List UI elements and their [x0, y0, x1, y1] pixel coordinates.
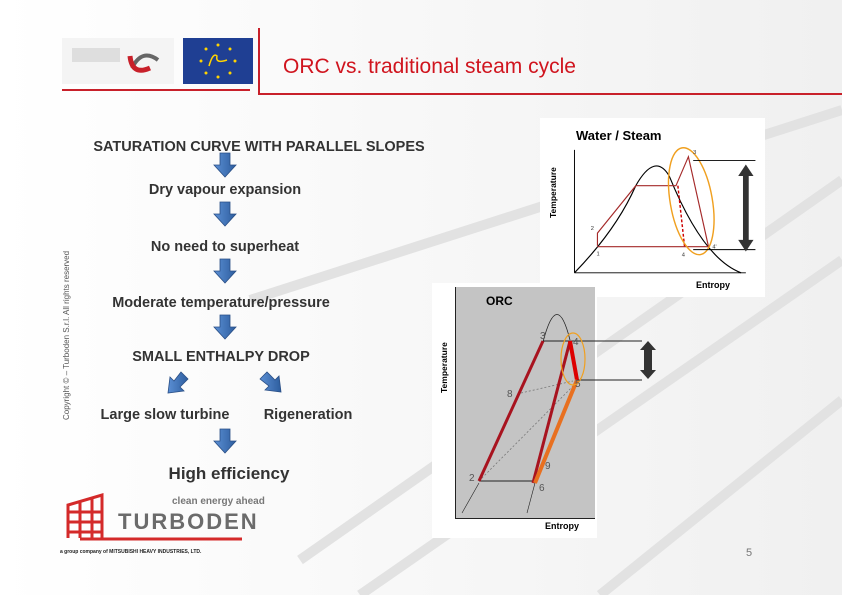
- title-frame: [258, 28, 842, 95]
- group-text: a group company of MITSUBISHI HEAVY INDU…: [60, 549, 202, 555]
- orc-chart-xlabel: Entropy: [545, 521, 580, 531]
- point-label-4: 4: [682, 252, 686, 258]
- tagline: clean energy ahead: [172, 496, 265, 507]
- orc-point-8: 8: [507, 389, 513, 400]
- step-saturation-curve: SATURATION CURVE WITH PARALLEL SLOPES: [93, 139, 425, 155]
- brand-name: TURBODEN: [118, 509, 259, 534]
- step-high-efficiency: High efficiency: [168, 464, 290, 483]
- water-chart-ylabel: Temperature: [548, 167, 558, 218]
- turboden-logo-icon: [66, 492, 242, 541]
- logo-hreii: [62, 38, 174, 84]
- step-moderate-temp: Moderate temperature/pressure: [112, 295, 330, 311]
- step-small-enthalpy: SMALL ENTHALPY DROP: [132, 349, 310, 365]
- point-label-3: 3: [693, 150, 696, 156]
- orc-chart-title: ORC: [486, 294, 513, 308]
- water-chart-xlabel: Entropy: [696, 280, 731, 290]
- orc-point-4: 4: [573, 337, 579, 348]
- point-label-2: 2: [591, 226, 594, 232]
- header-divider: [62, 89, 250, 91]
- down-arrow-icon: [213, 258, 237, 284]
- orc-point-6: 6: [539, 483, 545, 494]
- orc-point-2: 2: [469, 473, 475, 484]
- hreii-logo-icon: [72, 48, 160, 73]
- slide-title: ORC vs. traditional steam cycle: [283, 55, 576, 78]
- down-arrow-icon: [213, 201, 237, 227]
- down-arrow-icon: [213, 314, 237, 340]
- down-right-arrow-icon: [259, 371, 282, 393]
- step-no-superheat: No need to superheat: [150, 239, 300, 255]
- down-arrow-icon: [213, 152, 237, 178]
- step-rigeneration: Rigeneration: [263, 407, 353, 423]
- point-label-1: 1: [596, 251, 599, 257]
- down-left-arrow-icon: [167, 371, 189, 394]
- turboden-logo: clean energy ahead TURBODEN a group comp…: [60, 490, 265, 558]
- water-chart-title: Water / Steam: [576, 128, 662, 143]
- eu-stars-icon: [199, 43, 237, 79]
- page-number: 5: [746, 547, 753, 559]
- orc-point-3: 3: [540, 331, 546, 342]
- orc-point-9: 9: [545, 461, 551, 472]
- orc-diagram: 2 3 4 5 6 8 9 ORC Temperature Entropy: [432, 283, 656, 538]
- orc-chart-ylabel: Temperature: [439, 342, 449, 393]
- logo-eu-life: [183, 38, 253, 84]
- orc-point-5: 5: [575, 379, 581, 390]
- water-steam-diagram: 2 1 3 4 4' Water / Steam Temperature Ent…: [540, 118, 765, 297]
- step-large-turbine: Large slow turbine: [100, 407, 230, 423]
- down-arrow-icon: [213, 428, 237, 454]
- step-dry-expansion: Dry vapour expansion: [148, 182, 302, 198]
- point-label-4p: 4': [712, 245, 716, 251]
